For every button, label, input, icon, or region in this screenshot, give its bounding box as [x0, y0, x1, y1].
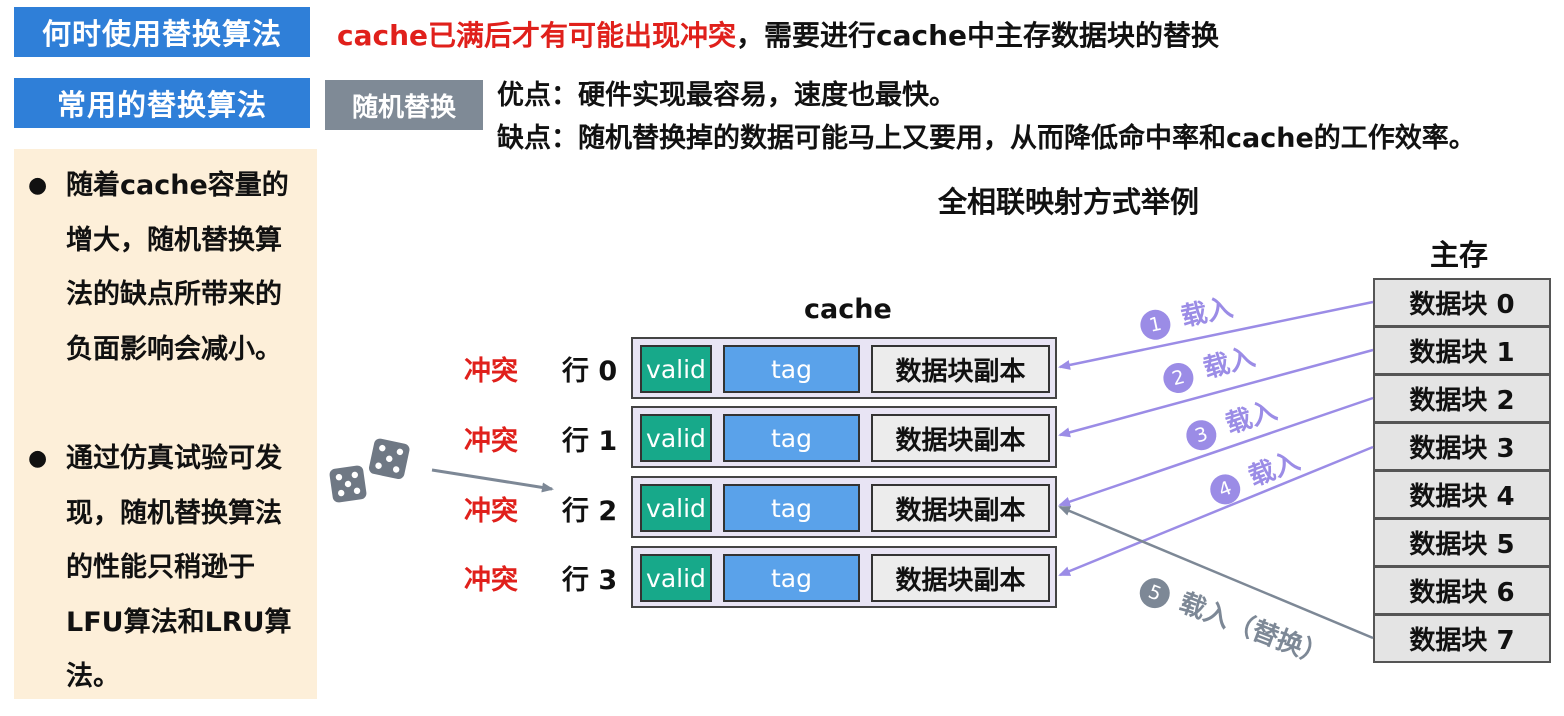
conflict-label-2: 冲突	[464, 496, 518, 527]
data-copy-field: 数据块副本	[871, 345, 1050, 393]
memory-block-2: 数据块 2	[1373, 374, 1551, 423]
memory-block-7: 数据块 7	[1373, 614, 1551, 663]
notes-panel	[14, 149, 317, 699]
valid-bit: valid	[640, 484, 712, 532]
conflict-label-3: 冲突	[464, 565, 518, 596]
replace-condition-statement: cache已满后才有可能出现冲突，需要进行cache中主存数据块的替换	[337, 14, 1219, 54]
load-arrow-2	[1058, 348, 1374, 438]
note-capacity: ● 随着cache容量的增大，随机替换算法的缺点所带来的负面影响会减小。	[28, 159, 298, 377]
step-number-icon: 1	[1137, 306, 1174, 343]
cache-row-3: valid tag 数据块副本	[631, 546, 1057, 608]
diagram-title: 全相联映射方式举例	[938, 185, 1200, 219]
memory-block-4: 数据块 4	[1373, 470, 1551, 519]
statement-highlight: cache已满后才有可能出现冲突	[337, 19, 737, 52]
data-copy-field: 数据块副本	[871, 484, 1050, 532]
tag-field: tag	[723, 345, 860, 393]
row-label-0: 行 0	[562, 356, 618, 387]
row-label-3: 行 3	[562, 565, 618, 596]
valid-bit: valid	[640, 414, 712, 462]
conflict-label-0: 冲突	[464, 356, 518, 387]
dice-icon	[329, 438, 410, 503]
tag-field: tag	[723, 414, 860, 462]
conflict-label-1: 冲突	[464, 426, 518, 457]
random-replace-tag: 随机替换	[325, 80, 483, 130]
bullet-dot-icon: ●	[28, 446, 48, 471]
memory-block-0: 数据块 0	[1373, 278, 1551, 327]
row-label-1: 行 1	[562, 426, 618, 457]
when-replace-tag: 何时使用替换算法	[14, 7, 310, 57]
memory-block-5: 数据块 5	[1373, 518, 1551, 567]
cache-row-2: valid tag 数据块副本	[631, 476, 1057, 538]
common-algorithms-tag: 常用的替换算法	[14, 78, 310, 128]
note-simulation-text: 通过仿真试验可发现，随机替换算法的性能只稍逊于LFU算法和LRU算法。	[66, 443, 292, 692]
cache-row-0: valid tag 数据块副本	[631, 337, 1057, 399]
valid-bit: valid	[640, 554, 712, 602]
bullet-dot-icon: ●	[28, 173, 48, 198]
data-copy-field: 数据块副本	[871, 554, 1050, 602]
replace-arrow-5	[1058, 505, 1374, 640]
tag-field: tag	[723, 484, 860, 532]
memory-block-1: 数据块 1	[1373, 326, 1551, 375]
valid-bit: valid	[640, 345, 712, 393]
memory-block-3: 数据块 3	[1373, 422, 1551, 471]
disadvantage-text: 缺点：随机替换掉的数据可能马上又要用，从而降低命中率和cache的工作效率。	[497, 123, 1476, 154]
data-copy-field: 数据块副本	[871, 414, 1050, 462]
cache-label: cache	[804, 294, 892, 325]
tag-field: tag	[723, 554, 860, 602]
memory-label: 主存	[1430, 238, 1489, 272]
cache-row-1: valid tag 数据块副本	[631, 406, 1057, 468]
statement-rest: ，需要进行cache中主存数据块的替换	[736, 19, 1220, 52]
note-simulation: ● 通过仿真试验可发现，随机替换算法的性能只稍逊于LFU算法和LRU算法。	[28, 432, 298, 705]
row-label-2: 行 2	[562, 496, 618, 527]
load-arrow-3	[1058, 396, 1374, 507]
memory-block-6: 数据块 6	[1373, 566, 1551, 615]
advantage-text: 优点：硬件实现最容易，速度也最快。	[497, 80, 956, 111]
load-arrow-1	[1058, 300, 1374, 370]
random-select-arrow	[431, 468, 554, 493]
note-capacity-text: 随着cache容量的增大，随机替换算法的缺点所带来的负面影响会减小。	[66, 170, 289, 365]
load-arrow-4	[1058, 445, 1374, 577]
